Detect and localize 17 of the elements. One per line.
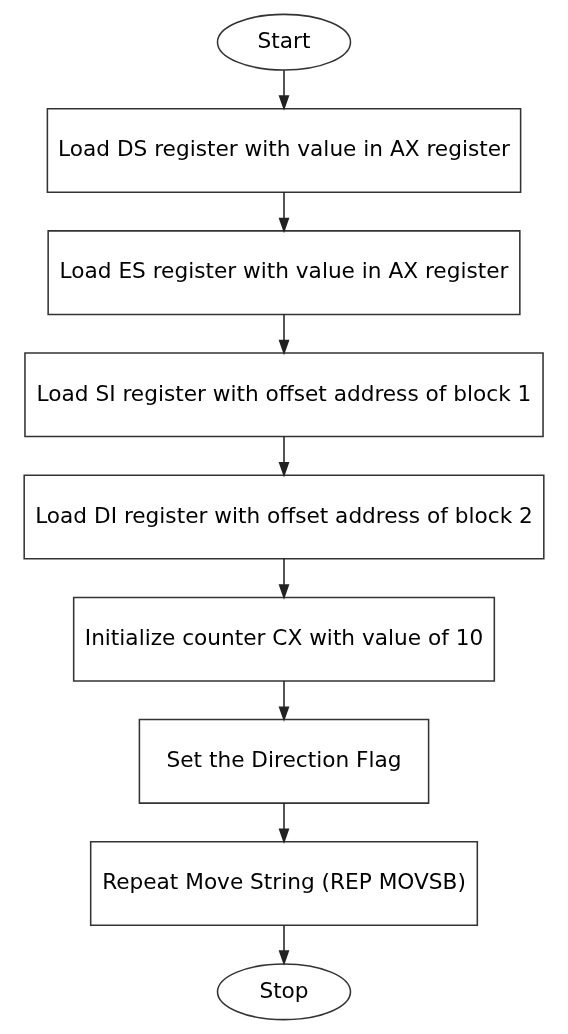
node-ellipse: Stop (216, 963, 352, 1021)
arrow (278, 313, 290, 356)
arrow (278, 680, 290, 722)
node-box: Set the Direction Flag (138, 718, 430, 804)
arrow (278, 924, 290, 966)
arrow (278, 802, 290, 845)
node-box: Initialize counter CX with value of 10 (72, 596, 496, 682)
arrow (278, 558, 290, 600)
node-ellipse: Start (216, 13, 352, 71)
node-box: Repeat Move String (REP MOVSB) (89, 841, 479, 927)
arrow (278, 191, 290, 234)
arrow (278, 435, 290, 478)
node-box: Load ES register with value in AX register (47, 230, 521, 316)
node-box: Load DI register with offset address of block 2 (23, 474, 545, 560)
arrow (278, 69, 290, 111)
node-box: Load SI register with offset address of block 1 (24, 352, 544, 438)
node-box: Load DS register with value in AX register (46, 107, 522, 193)
